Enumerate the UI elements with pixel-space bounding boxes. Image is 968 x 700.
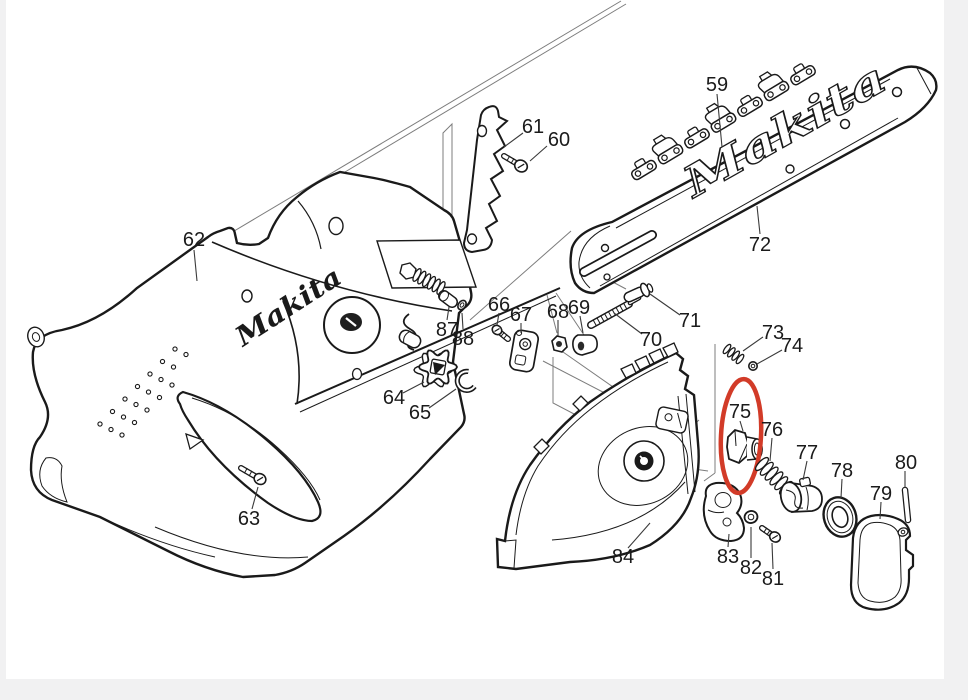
thread-marks xyxy=(592,302,628,327)
part-label-74: 74 xyxy=(781,335,803,357)
part-label-76: 76 xyxy=(761,419,783,441)
part-82-washer xyxy=(743,510,759,524)
part-81-screw xyxy=(759,525,782,543)
part-leader-70 xyxy=(613,312,643,335)
part-label-61: 61 xyxy=(522,116,544,138)
part-leader-65 xyxy=(428,388,457,409)
part-65-e-clip xyxy=(454,368,477,393)
part-61-spiked-bumper xyxy=(462,105,509,254)
part-88-ring xyxy=(457,299,467,311)
part-label-60: 60 xyxy=(548,129,570,151)
part-label-73: 73 xyxy=(762,322,784,344)
part-69-cap xyxy=(572,334,598,356)
part-label-70: 70 xyxy=(640,329,662,351)
part-label-80: 80 xyxy=(895,452,917,474)
part-74-ring xyxy=(747,360,758,371)
part-78-seal-ring xyxy=(822,496,858,538)
part-leader-79 xyxy=(879,501,882,520)
leader-lines xyxy=(193,93,906,570)
part-label-88: 88 xyxy=(452,328,474,350)
part-label-67: 67 xyxy=(510,304,532,326)
part-label-83: 83 xyxy=(717,546,739,568)
part-leader-74 xyxy=(756,349,783,365)
part-leader-69 xyxy=(579,315,584,334)
part-67-plate xyxy=(508,329,540,373)
part-label-81: 81 xyxy=(762,568,784,590)
part-63-screw xyxy=(238,465,267,486)
part-87-sleeve xyxy=(438,290,458,308)
part-label-62: 62 xyxy=(183,229,205,251)
part-leader-83 xyxy=(727,533,730,548)
part-leader-64 xyxy=(402,381,425,394)
part-label-72: 72 xyxy=(749,234,771,256)
part-label-82: 82 xyxy=(740,557,762,579)
part-label-66: 66 xyxy=(488,294,510,316)
part-leader-78 xyxy=(840,478,843,499)
motor-mount-detail xyxy=(323,239,477,354)
part-label-78: 78 xyxy=(831,460,853,482)
part-leader-72 xyxy=(756,205,761,235)
part-label-77: 77 xyxy=(796,442,818,464)
part-label-71: 71 xyxy=(679,310,701,332)
part-73-spring xyxy=(722,343,745,365)
part-77-clutch-piece xyxy=(779,476,823,513)
part-leader-81 xyxy=(771,542,774,570)
part-64-star-wheel xyxy=(413,349,459,388)
part-leader-61 xyxy=(503,132,524,148)
part-label-68: 68 xyxy=(547,301,569,323)
part-label-59: 59 xyxy=(706,74,728,96)
part-leader-88 xyxy=(461,312,464,330)
part-84-sprocket-cover xyxy=(495,342,700,571)
part-leader-63 xyxy=(251,486,259,510)
part-label-87: 87 xyxy=(436,319,458,341)
bolt-spring xyxy=(412,268,446,295)
part-70-tension-screw xyxy=(587,295,642,329)
grip-dots xyxy=(97,346,189,438)
part-leader-75 xyxy=(739,420,744,432)
part-leader-77 xyxy=(802,460,808,481)
part-66-screw xyxy=(491,324,511,342)
part-leader-59 xyxy=(716,93,723,148)
part-label-84: 84 xyxy=(612,546,634,568)
part-label-79: 79 xyxy=(870,483,892,505)
part-leader-87 xyxy=(446,306,450,321)
part-leader-73 xyxy=(742,336,764,352)
part-leader-62 xyxy=(193,249,198,282)
part-label-69: 69 xyxy=(568,297,590,319)
highlight-ellipse xyxy=(718,376,764,496)
part-80-pin xyxy=(901,486,912,524)
part-59-chain xyxy=(631,63,816,181)
part-62-housing: Makita xyxy=(27,170,561,579)
part-68-nut xyxy=(551,335,568,353)
part-60-screw xyxy=(501,153,529,173)
part-label-65: 65 xyxy=(409,402,431,424)
part-leader-60 xyxy=(529,145,548,162)
part-79-cover-plate xyxy=(849,513,915,611)
part-label-64: 64 xyxy=(383,387,405,409)
part-leader-71 xyxy=(649,293,681,316)
part-label-63: 63 xyxy=(238,508,260,530)
part-leader-66 xyxy=(496,312,500,326)
part-leader-84 xyxy=(627,522,651,549)
part-label-75: 75 xyxy=(729,401,751,423)
part-83-oil-pump xyxy=(702,481,746,543)
part-71-pin xyxy=(623,282,654,303)
part-leader-76 xyxy=(769,437,773,462)
